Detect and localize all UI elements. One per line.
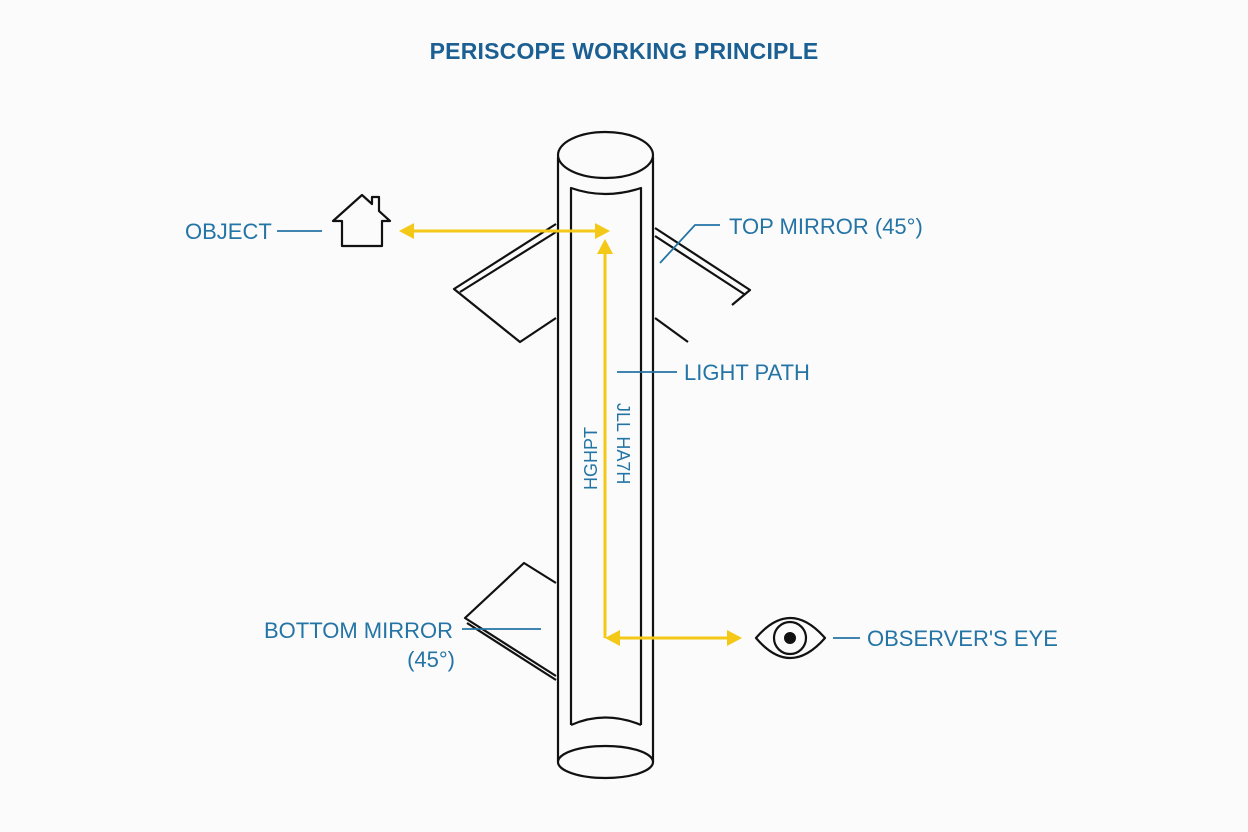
label-top-mirror: TOP MIRROR (45°) [729,214,923,239]
tube-inner-top [569,186,643,725]
label-light-path: LIGHT PATH [684,360,810,385]
ray-arrowhead-bottom-left [605,630,620,646]
vertical-label-right: JLL HA7H [613,403,633,484]
label-observer-eye: OBSERVER'S EYE [867,626,1058,651]
diagram-title: PERISCOPE WORKING PRINCIPLE [429,38,819,64]
house-icon [331,193,392,248]
eye-pupil [784,632,796,644]
bottom-mirror-wedge [463,561,557,681]
tube-inner-bottom [570,716,642,727]
eye-icon [754,616,827,660]
top-mirror-leader-line [659,224,720,264]
ray-arrowhead-right [595,223,610,239]
vertical-label-left: HGHPT [581,427,601,490]
label-object: OBJECT [185,219,272,244]
tube-bottom-cap [556,744,655,780]
periscope-tube [556,130,655,780]
top-mirror-right [654,227,752,343]
light-ray-path [399,223,742,646]
label-bottom-mirror-angle: (45°) [407,647,455,672]
ray-arrowhead-up [597,239,613,254]
top-mirror-left-wedge [452,223,557,344]
label-bottom-mirror: BOTTOM MIRROR [264,618,453,643]
ray-arrowhead-bottom-right [727,630,742,646]
ray-arrowhead-left [399,223,414,239]
tube-top-cap [556,130,655,180]
